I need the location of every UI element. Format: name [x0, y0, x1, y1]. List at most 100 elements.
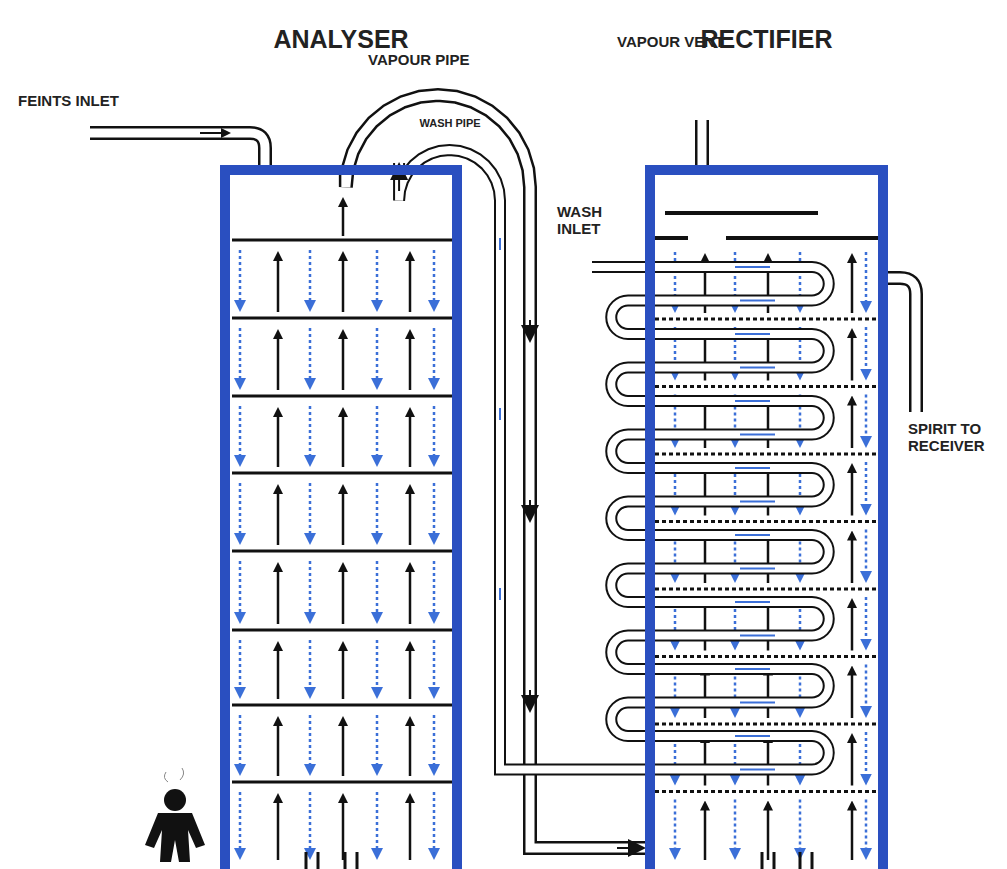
flow-mark [499, 408, 501, 420]
vent-pipe-bore [698, 118, 707, 167]
wash-flow-arrow [740, 769, 775, 771]
tray [232, 781, 452, 784]
liquid-arrow [799, 800, 802, 855]
liquid-arrow [433, 250, 436, 306]
pipe-label: VAPOUR PIPE [368, 52, 518, 67]
liquid-arrow [309, 328, 312, 384]
vapour-arrow [342, 412, 345, 467]
liquid-arrow [376, 792, 379, 854]
liquid-arrow [376, 328, 379, 384]
flow-mark [499, 588, 501, 600]
liquid-arrow [865, 800, 868, 855]
liquid-arrow [309, 250, 312, 306]
person-icon [145, 789, 205, 862]
plate [655, 236, 878, 240]
liquid-arrow [865, 732, 868, 780]
vapour-arrow [409, 646, 412, 699]
vapour-arrow [851, 468, 854, 516]
liquid-arrow [239, 250, 242, 306]
plate [665, 211, 818, 215]
liquid-arrow [734, 800, 737, 855]
column-heading: ANALYSER [170, 25, 512, 54]
vapour-arrow [342, 256, 345, 312]
pipe-connector [346, 95, 645, 848]
vapour-arrow [409, 334, 412, 390]
vapour-arrow [342, 798, 345, 860]
vapour-arrow [851, 806, 854, 861]
liquid-arrow [376, 715, 379, 770]
part-label: SPIRIT TO RECEIVER [908, 420, 1004, 455]
vapour-arrow [704, 671, 707, 719]
pipe-wall [346, 95, 645, 848]
wash-coil-bore [592, 267, 829, 770]
liquid-arrow [865, 462, 868, 510]
vapour-arrow [767, 603, 770, 651]
vapour-arrow [704, 468, 707, 516]
vapour-arrow [277, 721, 280, 776]
liquid-arrow [865, 252, 868, 307]
vapour-arrow [767, 536, 770, 584]
flow-arrow [529, 500, 531, 514]
perforated-tray [655, 453, 878, 456]
liquid-arrow [239, 561, 242, 618]
vapour-arrow [851, 401, 854, 449]
liquid-arrow [309, 483, 312, 539]
feints-pipe [90, 133, 265, 165]
scribble [164, 768, 183, 782]
vapour-arrow [851, 738, 854, 786]
liquid-arrow [865, 665, 868, 713]
liquid-arrow [309, 792, 312, 854]
vapour-arrow [277, 567, 280, 624]
flow-mark [499, 238, 501, 250]
vapour-arrow [277, 489, 280, 545]
liquid-arrow [309, 640, 312, 693]
liquid-arrow [239, 792, 242, 854]
arrowhead [617, 847, 637, 849]
liquid-arrow [376, 483, 379, 539]
liquid-arrow [309, 561, 312, 618]
wash-flow-arrow [740, 300, 775, 302]
liquid-arrow [376, 250, 379, 306]
liquid-arrow [674, 800, 677, 855]
vapour-arrow [851, 536, 854, 584]
liquid-arrow [376, 561, 379, 618]
vapour-arrow [409, 489, 412, 545]
liquid-arrow [309, 715, 312, 770]
outlet-pipe [306, 852, 357, 869]
vapour-arrow [277, 256, 280, 312]
wash-flow-arrow [735, 735, 770, 737]
tray [232, 317, 452, 320]
vapour-arrow [851, 671, 854, 719]
liquid-arrow [239, 483, 242, 539]
vapour-arrow [277, 646, 280, 699]
liquid-arrow [433, 715, 436, 770]
wash-coil [592, 267, 829, 770]
wash-flow-arrow [735, 333, 770, 335]
vapour-arrow [409, 798, 412, 860]
wash-flow-arrow [740, 702, 775, 704]
vapour-arrow [277, 412, 280, 467]
feints-pipe-bore [90, 133, 265, 166]
vapour-arrow [409, 567, 412, 624]
vapour-arrow [277, 798, 280, 860]
vapour-arrow [704, 536, 707, 584]
pipe-connector [399, 150, 645, 770]
liquid-arrow [433, 328, 436, 384]
liquid-arrow [433, 640, 436, 693]
liquid-arrow [309, 406, 312, 461]
perforated-tray [655, 790, 878, 793]
perforated-tray [655, 655, 878, 658]
perforated-tray [655, 385, 878, 388]
flow-arrow [200, 132, 226, 134]
wash-flow-arrow [735, 467, 770, 469]
tray [232, 550, 452, 553]
vapour-arrow [409, 721, 412, 776]
liquid-arrow [865, 395, 868, 443]
perforated-tray [655, 723, 878, 726]
wash-flow-arrow [740, 568, 775, 570]
liquid-arrow [239, 328, 242, 384]
vapour-arrow [409, 256, 412, 312]
vapour-arrow [851, 333, 854, 381]
vapour-arrow [342, 646, 345, 699]
wash-flow-arrow [735, 400, 770, 402]
